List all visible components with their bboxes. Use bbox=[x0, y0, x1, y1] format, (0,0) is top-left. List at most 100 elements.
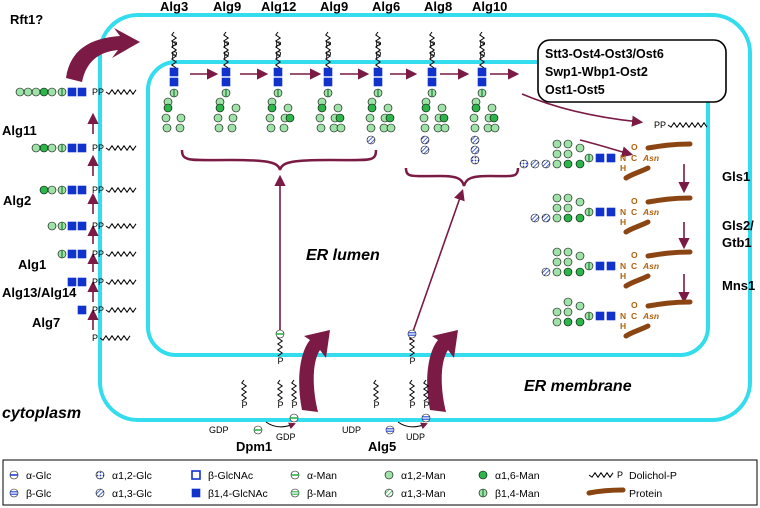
lumen-llo-6: PP bbox=[419, 31, 450, 155]
rft1-flip-arrow bbox=[66, 28, 140, 82]
sugar-man-b14 bbox=[477, 88, 487, 98]
sugar-man-a16 bbox=[563, 213, 573, 223]
sugar-glc-a12 bbox=[519, 159, 529, 169]
protein-chain bbox=[623, 165, 651, 181]
asn-o-label: O bbox=[631, 196, 638, 206]
sugar-man-b14 bbox=[57, 87, 67, 97]
udp-label-in: UDP bbox=[342, 425, 361, 435]
phosphate-label: P bbox=[410, 400, 416, 410]
sugar-man-a12 bbox=[23, 87, 33, 97]
legend-label: β-GlcNAc bbox=[208, 470, 253, 482]
sugar-man-a12 bbox=[162, 123, 172, 133]
udp-label-out: UDP bbox=[406, 432, 425, 442]
legend-label: α1,3-Man bbox=[401, 488, 446, 500]
sugar-glcnac-b14 bbox=[373, 77, 383, 87]
enzyme-label-alg1: Alg1 bbox=[18, 257, 46, 272]
sugar-man-a16 bbox=[367, 103, 377, 113]
protein-swatch bbox=[586, 487, 626, 496]
phosphate-label: P bbox=[172, 50, 178, 60]
sugar-man-a12 bbox=[563, 149, 573, 159]
rft1-label: Rft1? bbox=[10, 12, 43, 27]
sugar-man-a12 bbox=[419, 113, 429, 123]
pp-label: PP bbox=[92, 87, 104, 97]
pp-label: PP bbox=[654, 120, 666, 130]
lumen-llo-1: PP bbox=[161, 31, 186, 133]
sugar-glcnac-b14 bbox=[67, 249, 77, 259]
sugar-man-a bbox=[253, 425, 263, 435]
sugar-glc-a12 bbox=[470, 155, 480, 165]
dpm1-flip-arrow bbox=[299, 330, 330, 412]
sugar-glcnac-b14 bbox=[606, 153, 616, 163]
asn-h-label: H bbox=[620, 217, 626, 227]
sugar-glc-b bbox=[407, 329, 417, 339]
sugar-man-a12 bbox=[552, 149, 562, 159]
phosphate-label: P bbox=[276, 50, 282, 60]
sugar-man-a12 bbox=[420, 123, 430, 133]
phosphate-label: P bbox=[376, 50, 382, 60]
sugar-man-a16 bbox=[478, 470, 488, 480]
asn-c-label: C bbox=[631, 207, 637, 217]
enzyme-label-gls2: Gls2/ bbox=[722, 218, 754, 233]
sugar-glcnac-b14 bbox=[323, 77, 333, 87]
sugar-man-a12 bbox=[552, 139, 562, 149]
dolichol-chain bbox=[408, 379, 416, 402]
asn-label: Asn bbox=[642, 311, 659, 321]
asn-c-label: C bbox=[631, 311, 637, 321]
asn-h-label: H bbox=[620, 163, 626, 173]
ost-complex-box bbox=[537, 39, 727, 103]
cyto-intermediate-7: PP bbox=[31, 143, 137, 153]
alg5-label: Alg5 bbox=[368, 439, 396, 454]
sugar-glcnac-b14 bbox=[77, 143, 87, 153]
sugar-man-a16 bbox=[563, 317, 573, 327]
sugar-man-b14 bbox=[57, 185, 67, 195]
protein-chain bbox=[623, 323, 651, 339]
enzyme-label-gls1: Gls1 bbox=[722, 169, 750, 184]
sugar-man-a12 bbox=[315, 113, 325, 123]
sugar-man-a12 bbox=[227, 123, 237, 133]
sugar-glcnac-b14 bbox=[427, 77, 437, 87]
sugar-man-a12 bbox=[575, 143, 585, 153]
dolichol-chain bbox=[99, 334, 131, 342]
dolichol-chain bbox=[290, 379, 298, 402]
legend-box bbox=[2, 459, 758, 506]
protein-chain bbox=[645, 249, 693, 259]
legend-item-man-b: β-Man bbox=[290, 488, 337, 500]
sugar-man-a16 bbox=[575, 267, 585, 277]
sugar-man-b14 bbox=[478, 488, 488, 498]
asn-c-label: C bbox=[631, 153, 637, 163]
sugar-glcnac-b14 bbox=[67, 277, 77, 287]
sugar-man-a12 bbox=[563, 247, 573, 257]
sugar-man-a12 bbox=[563, 193, 573, 203]
sugar-glc-a13 bbox=[470, 135, 480, 145]
sugar-glcnac-b14 bbox=[221, 67, 231, 77]
cyto-intermediate-8: PP bbox=[15, 87, 137, 97]
sugar-man-a16 bbox=[471, 103, 481, 113]
brace-man bbox=[180, 149, 378, 171]
sugar-man-a12 bbox=[470, 123, 480, 133]
sugar-man-a12 bbox=[440, 123, 450, 133]
cytoplasm-label: cytoplasm bbox=[2, 405, 81, 422]
lumen-llo-5: PP bbox=[365, 31, 396, 145]
protein-chain bbox=[645, 141, 693, 151]
lumen-llo-4: PP bbox=[315, 31, 346, 133]
asn-label: Asn bbox=[642, 207, 659, 217]
asn-o-label: O bbox=[631, 142, 638, 152]
sugar-man-a bbox=[289, 413, 299, 423]
asn-c-label: C bbox=[631, 261, 637, 271]
legend-item-glc-a: α-Glc bbox=[9, 470, 51, 482]
sugar-glcnac-b14 bbox=[77, 277, 87, 287]
dolichol-chain bbox=[105, 144, 137, 152]
sugar-glc-a bbox=[9, 470, 19, 480]
asn-h-label: H bbox=[620, 271, 626, 281]
phosphate-label: P bbox=[242, 400, 248, 410]
sugar-man-b14 bbox=[427, 88, 437, 98]
released-pp-dolichol: PP bbox=[654, 120, 708, 130]
lumen-llo-2: PP bbox=[213, 31, 241, 133]
sugar-glcnac-b14 bbox=[77, 221, 87, 231]
sugar-man-a12 bbox=[365, 113, 375, 123]
phosphate-label: P bbox=[424, 400, 430, 410]
